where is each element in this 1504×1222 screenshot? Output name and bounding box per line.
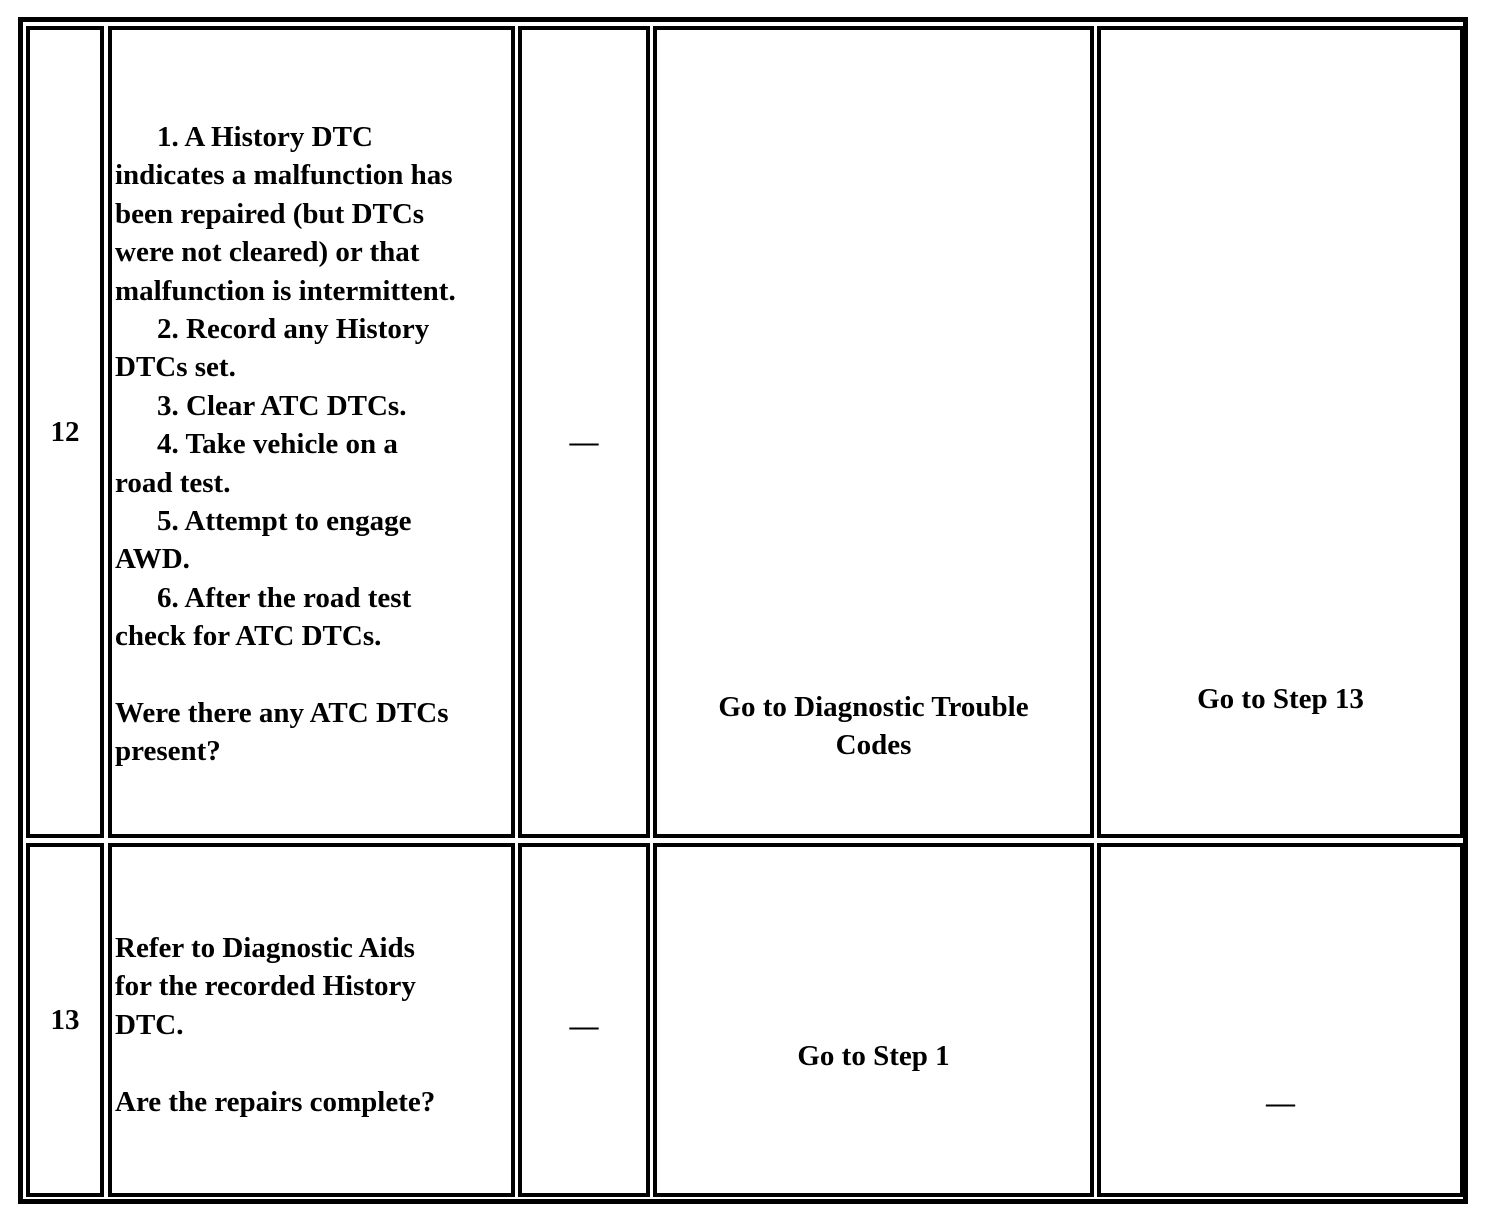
action-line: Were there any ATC DTCs [115, 697, 449, 730]
value-dash: — [569, 426, 599, 458]
value-cell: — [518, 843, 650, 1197]
action-blank-line [115, 656, 511, 694]
action-line: check for ATC DTCs. [115, 620, 382, 653]
action-line: DTCs set. [115, 351, 236, 384]
yes-action-line: Go to Diagnostic Trouble [718, 691, 1029, 723]
action-line: were not cleared) or that [115, 236, 420, 269]
value-cell: — [518, 26, 650, 838]
action-line: been repaired (but DTCs [115, 197, 425, 230]
step-number-cell: 12 [26, 26, 104, 838]
yes-cell: Go to Step 1 [653, 843, 1094, 1197]
action-line: malfunction is intermittent. [115, 274, 456, 307]
no-cell: Go to Step 13 [1097, 26, 1464, 838]
action-line: 3. Clear ATC DTCs. [157, 389, 407, 422]
action-line: 2. Record any History [157, 313, 430, 346]
action-cell: Refer to Diagnostic Aids for the recorde… [108, 843, 515, 1197]
no-cell: — [1097, 843, 1464, 1197]
no-dash: — [1266, 1087, 1295, 1119]
yes-action-line: Codes [835, 729, 912, 761]
action-line: 1. A History DTC [157, 121, 373, 153]
step-number-cell: 13 [26, 843, 104, 1197]
value-dash: — [569, 1010, 599, 1042]
action-line: 6. After the road test [157, 581, 412, 614]
action-line: DTC. [115, 1008, 184, 1041]
action-line: road test. [115, 466, 231, 499]
action-line: indicates a malfunction has [115, 159, 453, 192]
no-action: Go to Step 13 [1197, 683, 1364, 715]
yes-cell: Go to Diagnostic Trouble Codes [653, 26, 1094, 838]
diagnostic-table: 12 1. A History DTC indicates a malfunct… [18, 17, 1468, 1204]
action-line: Refer to Diagnostic Aids [115, 932, 415, 964]
action-cell: 1. A History DTC indicates a malfunction… [108, 26, 515, 838]
step-number: 12 [50, 415, 80, 448]
action-line: AWD. [115, 543, 190, 576]
action-line: 4. Take vehicle on a [157, 428, 398, 461]
action-line: Are the repairs complete? [115, 1085, 436, 1118]
action-line: for the recorded History [115, 970, 416, 1003]
yes-action: Go to Step 1 [797, 1040, 950, 1072]
action-line: 5. Attempt to engage [157, 505, 412, 538]
step-number: 13 [50, 1003, 80, 1036]
action-blank-line [115, 1044, 511, 1082]
action-line: present? [115, 735, 221, 768]
